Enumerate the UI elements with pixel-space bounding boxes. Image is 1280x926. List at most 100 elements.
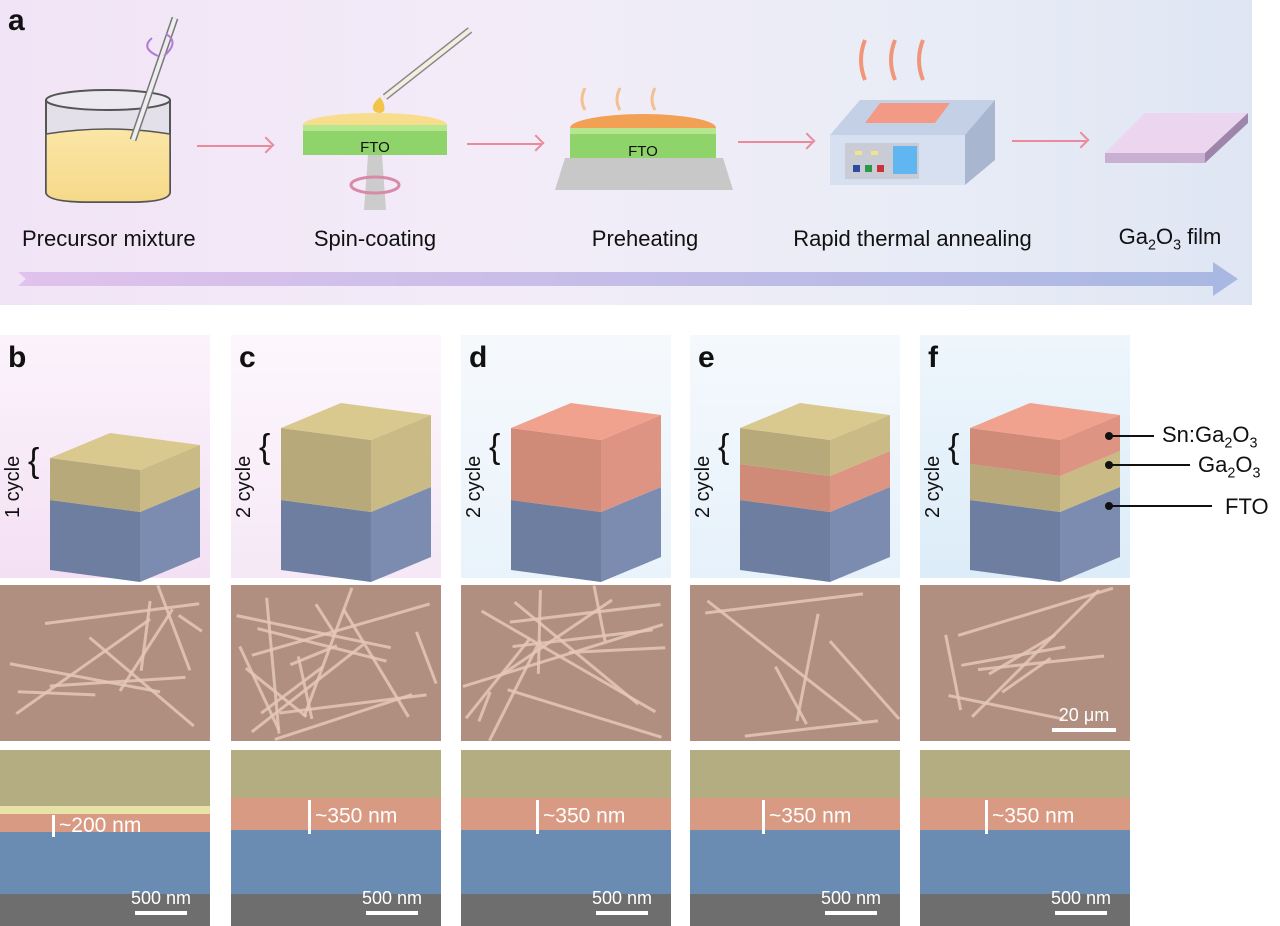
crack-line <box>948 694 1065 721</box>
crack-line <box>9 662 161 694</box>
scale-bar-line <box>596 911 648 915</box>
crack-line <box>15 617 152 715</box>
crack-line <box>118 608 174 692</box>
brace-icon: { <box>718 428 730 466</box>
scale-bar-line <box>366 911 418 915</box>
cycle-label: 2 cycle <box>233 455 255 518</box>
scale-bar-label: 500 nm <box>1050 888 1112 908</box>
thickness-bar <box>308 800 311 834</box>
crack-line <box>139 600 152 672</box>
legend-label-fto: FTO <box>1225 494 1269 519</box>
layer-top-face <box>50 433 200 470</box>
crack-line <box>257 627 387 663</box>
layer-fto-side <box>601 487 661 582</box>
thickness-bar <box>52 815 55 838</box>
crack-line <box>477 691 492 722</box>
thickness-label: ~350 nm <box>769 804 852 828</box>
crack-line <box>44 602 200 626</box>
sem-top-view-c <box>231 585 441 741</box>
crack-line <box>17 690 96 697</box>
thickness-annotation: ~350 nm <box>762 800 851 834</box>
crack-line <box>957 586 1114 637</box>
crack-line <box>314 603 337 636</box>
top-layer-region <box>461 750 671 798</box>
scale-bar-label: 500 nm <box>130 888 192 908</box>
scale-bar-top-view: 20 μm <box>1048 705 1120 732</box>
crack-line <box>512 628 653 649</box>
top-layer-region <box>231 750 441 798</box>
top-layer-region <box>920 750 1130 798</box>
legend-line-sn-ga2o3 <box>1112 435 1154 437</box>
brace-icon: { <box>948 428 960 466</box>
thickness-label: ~350 nm <box>543 804 626 828</box>
cycle-label: 2 cycle <box>463 455 485 518</box>
layer-ga2o3-front <box>970 464 1060 512</box>
spin-coater-icon <box>303 27 473 210</box>
thickness-annotation: ~350 nm <box>536 800 625 834</box>
step-label-preheating: Preheating <box>591 226 699 251</box>
film-layer-region <box>461 798 671 830</box>
sem-cross-section-b: ~200 nm 500 nm <box>0 750 210 926</box>
layer-fto-front <box>740 500 830 582</box>
crack-line <box>415 631 438 685</box>
crack-line <box>706 599 863 723</box>
thickness-label: ~200 nm <box>59 814 142 837</box>
legend-label-sn-ga2o3: Sn:Ga2O3 <box>1162 422 1258 452</box>
panel-label-d: d <box>469 341 488 374</box>
crack-line <box>156 585 192 671</box>
crack-line <box>342 608 410 718</box>
layer-top-face <box>281 403 431 440</box>
sem-top-view-d <box>461 585 671 741</box>
legend-line-fto <box>1112 505 1212 507</box>
layer-ga2o3-front <box>281 428 371 512</box>
process-arrow <box>197 145 271 147</box>
scale-bar-line <box>1052 728 1116 732</box>
thickness-annotation: ~350 nm <box>985 800 1074 834</box>
layer-top-face <box>740 403 890 440</box>
legend-dot-fto <box>1105 502 1113 510</box>
layer-stack-c <box>281 403 431 582</box>
layer-stack-f <box>970 403 1120 582</box>
crack-line <box>568 646 666 655</box>
thickness-bar <box>762 800 765 834</box>
crack-line <box>988 633 1056 676</box>
crack-line <box>251 602 431 657</box>
layer-ga2o3-front <box>50 458 140 512</box>
panel-a-process-schematic: a FTO FTO <box>0 0 1252 305</box>
brace-icon: { <box>489 428 501 466</box>
film-layer-region <box>920 798 1130 830</box>
glass-layer-region <box>461 894 671 926</box>
scale-bar-label: 500 nm <box>591 888 653 908</box>
crack-line <box>49 675 186 688</box>
layer-stack-d <box>511 403 661 582</box>
layer-fto-side <box>1060 487 1120 582</box>
layer-snga2o3-front <box>511 428 601 512</box>
beaker-with-stirring-rod-icon <box>45 16 179 203</box>
crack-line <box>744 719 879 738</box>
layer-fto-front <box>970 500 1060 582</box>
glass-layer-region <box>231 894 441 926</box>
layer-top-face <box>970 403 1120 440</box>
crack-line <box>296 656 314 720</box>
crack-line <box>774 665 808 725</box>
legend-dot-sn-ga2o3 <box>1105 432 1113 440</box>
process-arrow <box>1012 140 1086 142</box>
layer-fto-side <box>140 487 200 582</box>
layer-fto-front <box>511 500 601 582</box>
fto-layer-region <box>461 830 671 894</box>
crack-line <box>536 590 542 674</box>
scale-bar-cross-section: 500 nm <box>122 888 200 915</box>
process-arrow <box>738 141 812 143</box>
crack-line <box>464 638 531 720</box>
fto-substrate-label: FTO <box>628 143 658 160</box>
glass-layer-region <box>690 894 900 926</box>
sem-top-view-e <box>690 585 900 741</box>
thickness-label: ~350 nm <box>992 804 1075 828</box>
legend-line-ga2o3 <box>1112 464 1190 466</box>
crack-line <box>260 665 324 715</box>
panel-label-a: a <box>8 4 25 37</box>
process-flow-arrow-bar <box>18 262 1238 296</box>
sem-top-view-b <box>0 585 210 741</box>
layer-snga2o3-side <box>830 451 890 512</box>
